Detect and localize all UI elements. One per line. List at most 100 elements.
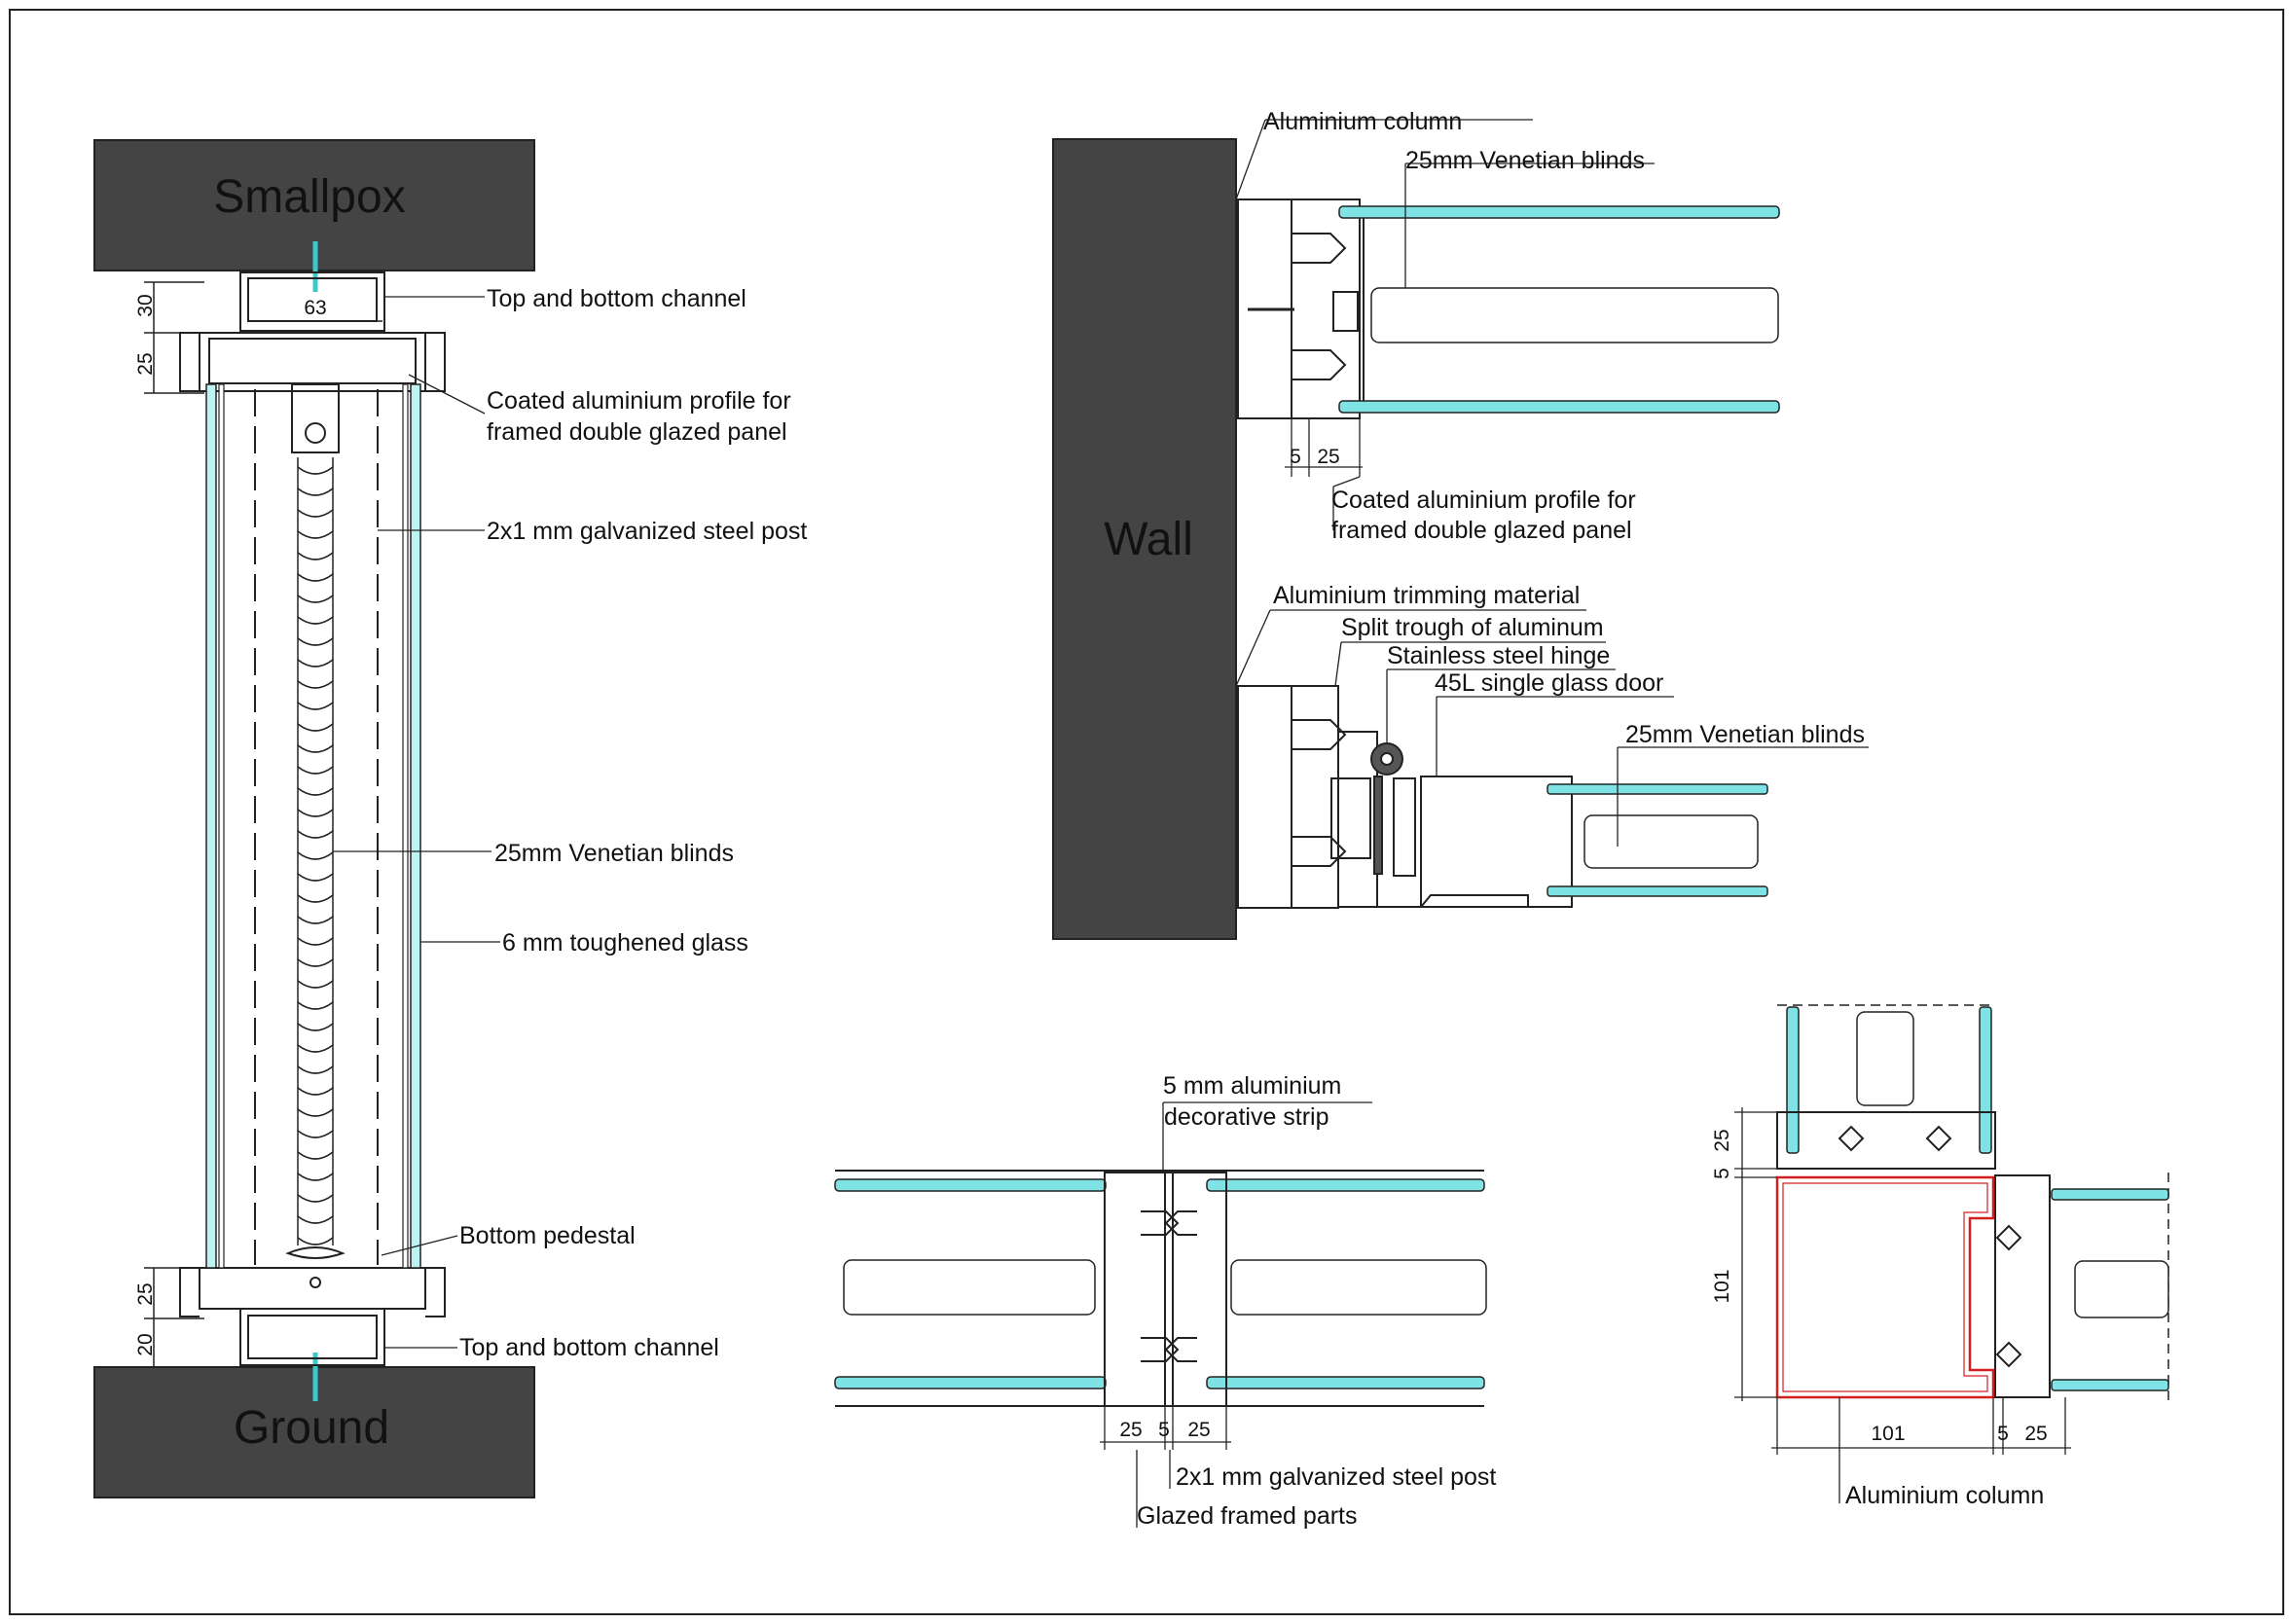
- label-top-channel: Top and bottom channel: [487, 285, 746, 312]
- door-glass: [1547, 783, 1768, 897]
- blind-slat: [297, 894, 334, 903]
- label-door: 45L single glass door: [1435, 669, 1663, 697]
- blind-slat: [297, 809, 334, 817]
- dim-corner-v5: 5: [1711, 1168, 1733, 1179]
- ceiling-label: Smallpox: [213, 171, 405, 223]
- label-aluminium-column-top: Aluminium column: [1263, 108, 1462, 135]
- label-coated-1-wall: Coated aluminium profile for: [1331, 487, 1636, 514]
- venetian-blind-slats: [297, 466, 334, 1245]
- blind-slat: [297, 1130, 334, 1138]
- dim-corner-v101: 101: [1711, 1269, 1733, 1303]
- label-strip-1: 5 mm aluminium: [1163, 1072, 1341, 1100]
- blind-slat: [297, 1237, 334, 1245]
- blind-headrail: [291, 383, 340, 453]
- blind-slat: [297, 1173, 334, 1181]
- label-blinds-door: 25mm Venetian blinds: [1625, 721, 1865, 748]
- corner-detail: 25 5 101 101 5 25 Aluminium column: [1711, 1004, 2169, 1509]
- label-bottom-channel: Top and bottom channel: [459, 1334, 719, 1361]
- label-steel-post: 2x1 mm galvanized steel post: [487, 518, 807, 545]
- dim-joint-25b: 25: [1187, 1419, 1210, 1441]
- joint-glass: [834, 1178, 1487, 1389]
- blind-slat: [297, 1044, 334, 1053]
- blind-slat: [297, 595, 334, 603]
- dim-25-bottom: 25: [134, 1282, 157, 1305]
- blind-slat: [297, 1215, 334, 1224]
- dim-25-upper: 25: [1317, 446, 1339, 468]
- blind-slat: [297, 980, 334, 989]
- label-coated-profile-1: Coated aluminium profile for: [487, 387, 791, 415]
- dim-20: 20: [134, 1333, 157, 1355]
- blind-slat: [297, 702, 334, 710]
- glass-right: [402, 383, 421, 1269]
- upper-glass: [1338, 205, 1780, 414]
- label-blinds-top: 25mm Venetian blinds: [1405, 147, 1645, 174]
- blind-slat: [297, 1108, 334, 1117]
- left-leaders: [333, 296, 500, 1349]
- joint-detail: 5 mm aluminium decorative strip 25 5 25 …: [834, 1072, 1496, 1530]
- blind-slat: [297, 958, 334, 967]
- label-trimming: Aluminium trimming material: [1273, 582, 1580, 609]
- wall-block: [1052, 138, 1237, 940]
- door-profile: [1237, 685, 1573, 909]
- label-glazed-parts: Glazed framed parts: [1137, 1502, 1358, 1530]
- blind-slat: [297, 680, 334, 689]
- upper-column-profile: [1237, 198, 1365, 419]
- dim-63: 63: [304, 297, 326, 319]
- blind-slat: [297, 659, 334, 668]
- floor-label: Ground: [234, 1402, 389, 1454]
- blind-slat: [297, 1023, 334, 1031]
- blind-slat: [297, 1001, 334, 1010]
- blind-slat: [297, 637, 334, 646]
- blind-slat: [297, 1065, 334, 1074]
- label-joint-post: 2x1 mm galvanized steel post: [1176, 1463, 1496, 1491]
- blind-slat: [297, 916, 334, 924]
- blind-slat: [297, 487, 334, 496]
- blind-slat: [297, 573, 334, 582]
- dim-25-top: 25: [134, 352, 157, 375]
- blind-slat: [297, 744, 334, 753]
- blind-slat: [297, 530, 334, 539]
- blind-slat: [297, 723, 334, 732]
- left-dimensions: [144, 281, 382, 1368]
- label-strip-2: decorative strip: [1164, 1103, 1329, 1131]
- top-channel: [179, 271, 446, 392]
- label-coated-profile-2: framed double glazed panel: [487, 418, 787, 446]
- dim-joint-25a: 25: [1119, 1419, 1142, 1441]
- label-coated-2-wall: framed double glazed panel: [1331, 517, 1632, 544]
- aluminium-column-outline: [1775, 1175, 1995, 1399]
- label-blinds: 25mm Venetian blinds: [494, 840, 734, 867]
- label-pedestal: Bottom pedestal: [459, 1222, 636, 1249]
- blind-slat: [297, 937, 334, 946]
- label-split-trough: Split trough of aluminum: [1341, 614, 1604, 641]
- label-corner-column: Aluminium column: [1845, 1482, 2044, 1509]
- blind-slat: [297, 1087, 334, 1096]
- blind-slat: [297, 616, 334, 625]
- blind-slat: [297, 552, 334, 560]
- corner-profiles: [1776, 1111, 2051, 1398]
- vertical-section: Smallpox Ground: [93, 139, 807, 1498]
- dim-5-upper: 5: [1290, 446, 1301, 468]
- corner-glass: [1786, 1006, 2169, 1391]
- dim-corner-v25: 25: [1711, 1129, 1733, 1151]
- joint-profiles: [835, 1170, 1484, 1407]
- blind-slat: [297, 873, 334, 882]
- label-hinge: Stainless steel hinge: [1387, 642, 1610, 669]
- wall-label: Wall: [1104, 514, 1193, 565]
- blind-slat: [297, 1151, 334, 1160]
- blind-slat: [297, 851, 334, 860]
- dim-30: 30: [134, 294, 157, 316]
- wall-detail: Wall Aluminium colum: [1052, 108, 1869, 940]
- glass-left: [205, 383, 225, 1269]
- dim-corner-h101: 101: [1871, 1423, 1905, 1445]
- blind-slat: [297, 1194, 334, 1203]
- blind-slat: [297, 466, 334, 475]
- blind-slat: [297, 830, 334, 839]
- dim-joint-5: 5: [1158, 1419, 1170, 1441]
- blind-slat: [297, 509, 334, 518]
- dim-corner-h25: 25: [2024, 1423, 2047, 1445]
- blind-slat: [297, 787, 334, 796]
- sheet-border: [9, 9, 2284, 1615]
- dim-corner-h5: 5: [1997, 1423, 2009, 1445]
- blind-slat: [297, 766, 334, 775]
